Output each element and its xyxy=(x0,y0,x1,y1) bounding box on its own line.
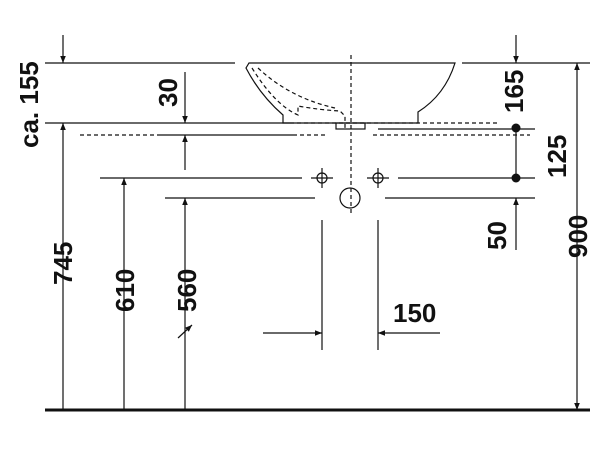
dim-supply-height: 610 xyxy=(110,269,140,312)
dim-countertop-height: 745 xyxy=(48,242,78,285)
drain-hole xyxy=(339,187,361,209)
dimension-lines xyxy=(60,35,580,410)
dim-bowl-height: ca. 155 xyxy=(14,61,44,148)
dim-drain-height: 560 xyxy=(172,269,202,312)
dim-supply-spacing: 150 xyxy=(393,298,436,328)
basin-bowl xyxy=(245,62,456,130)
tap-holes xyxy=(311,168,389,209)
dim-total-height: 900 xyxy=(563,215,593,258)
dim-countertop: 30 xyxy=(153,78,183,107)
dim-drain-below-top: 125 xyxy=(542,135,572,178)
dim-bowl-above-top: 165 xyxy=(499,70,529,113)
dim-drain-offset: 50 xyxy=(482,221,512,250)
reference-lines xyxy=(45,55,590,350)
